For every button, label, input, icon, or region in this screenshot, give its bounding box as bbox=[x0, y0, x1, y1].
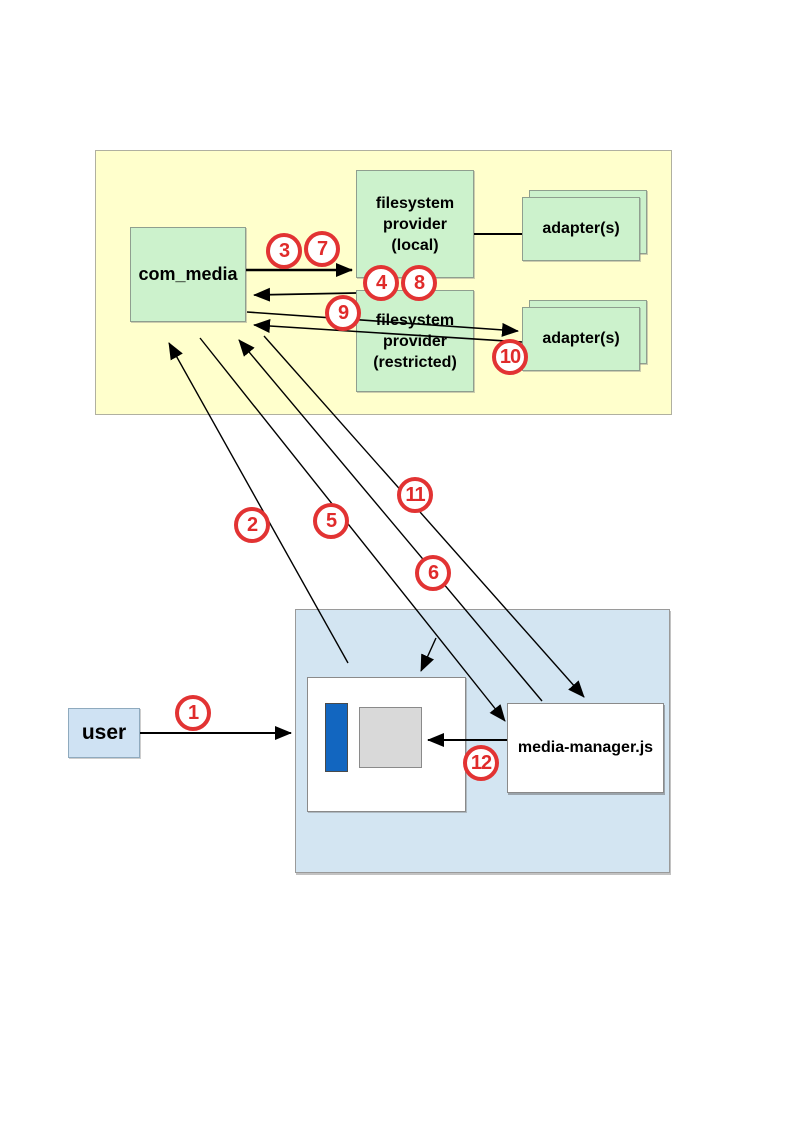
step-circle-7: 7 bbox=[304, 231, 340, 267]
com-media-label: com_media bbox=[138, 264, 238, 284]
com-media-box: com_media bbox=[130, 227, 246, 322]
adapters-local-box: adapter(s) bbox=[522, 197, 640, 261]
step-circle-3: 3 bbox=[266, 233, 302, 269]
step-circle-12: 12 bbox=[463, 745, 499, 781]
user-label: user bbox=[81, 721, 127, 744]
app-sidebar-highlight bbox=[325, 703, 348, 772]
filesystem-provider-restricted-box: filesystem provider (restricted) bbox=[356, 290, 474, 392]
adapters-local-label: adapter(s) bbox=[542, 220, 620, 237]
filesystem-provider-restricted-label: filesystem provider (restricted) bbox=[373, 311, 457, 371]
filesystem-provider-local-box: filesystem provider (local) bbox=[356, 170, 474, 278]
app-content-panel bbox=[359, 707, 422, 768]
step-circle-11: 11 bbox=[397, 477, 433, 513]
adapters-restricted-label: adapter(s) bbox=[542, 330, 620, 347]
filesystem-provider-local-label: filesystem provider (local) bbox=[375, 194, 455, 254]
step-circle-8: 8 bbox=[401, 265, 437, 301]
step-circle-5: 5 bbox=[313, 503, 349, 539]
user-box: user bbox=[68, 708, 140, 758]
step-circle-4: 4 bbox=[363, 265, 399, 301]
media-manager-js-box: media-manager.js bbox=[507, 703, 664, 793]
step-circle-9: 9 bbox=[325, 295, 361, 331]
adapters-restricted-box: adapter(s) bbox=[522, 307, 640, 371]
step-circle-1: 1 bbox=[175, 695, 211, 731]
step-circle-10: 10 bbox=[492, 339, 528, 375]
step-circle-6: 6 bbox=[415, 555, 451, 591]
step-circle-2: 2 bbox=[234, 507, 270, 543]
media-manager-js-label: media-manager.js bbox=[517, 739, 654, 756]
